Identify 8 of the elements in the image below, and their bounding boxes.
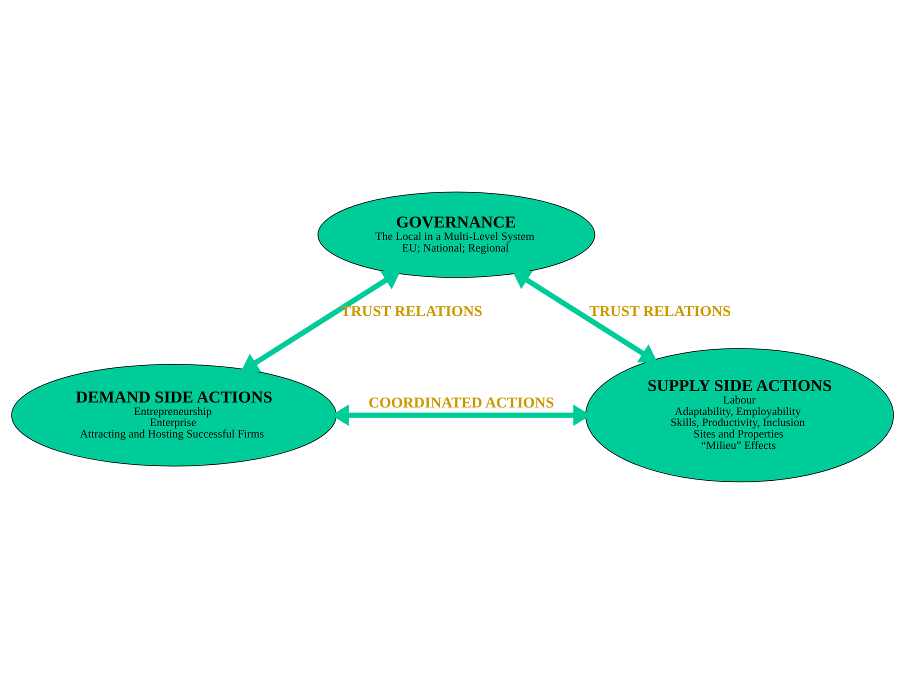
arrow: [512, 270, 658, 362]
edge-label: TRUST RELATIONS: [340, 303, 482, 320]
node-ellipse: GOVERNANCE The Local in a Multi-Level System EU; National; Regional: [318, 191, 596, 278]
arrow: [240, 270, 401, 372]
edge-label: COORDINATED ACTIONS: [368, 395, 554, 412]
edge-label: TRUST RELATIONS: [589, 303, 731, 320]
node-ellipse: DEMAND SIDE ACTIONS Entrepreneurship Enterprise Attracting and Hosting Successful Firms: [11, 363, 337, 466]
node-ellipse: SUPPLY SIDE ACTIONS Labour Adaptability, Employability Skills, Productivity, Inclusion Sites and Properties “Milieu” Effects: [585, 348, 894, 482]
